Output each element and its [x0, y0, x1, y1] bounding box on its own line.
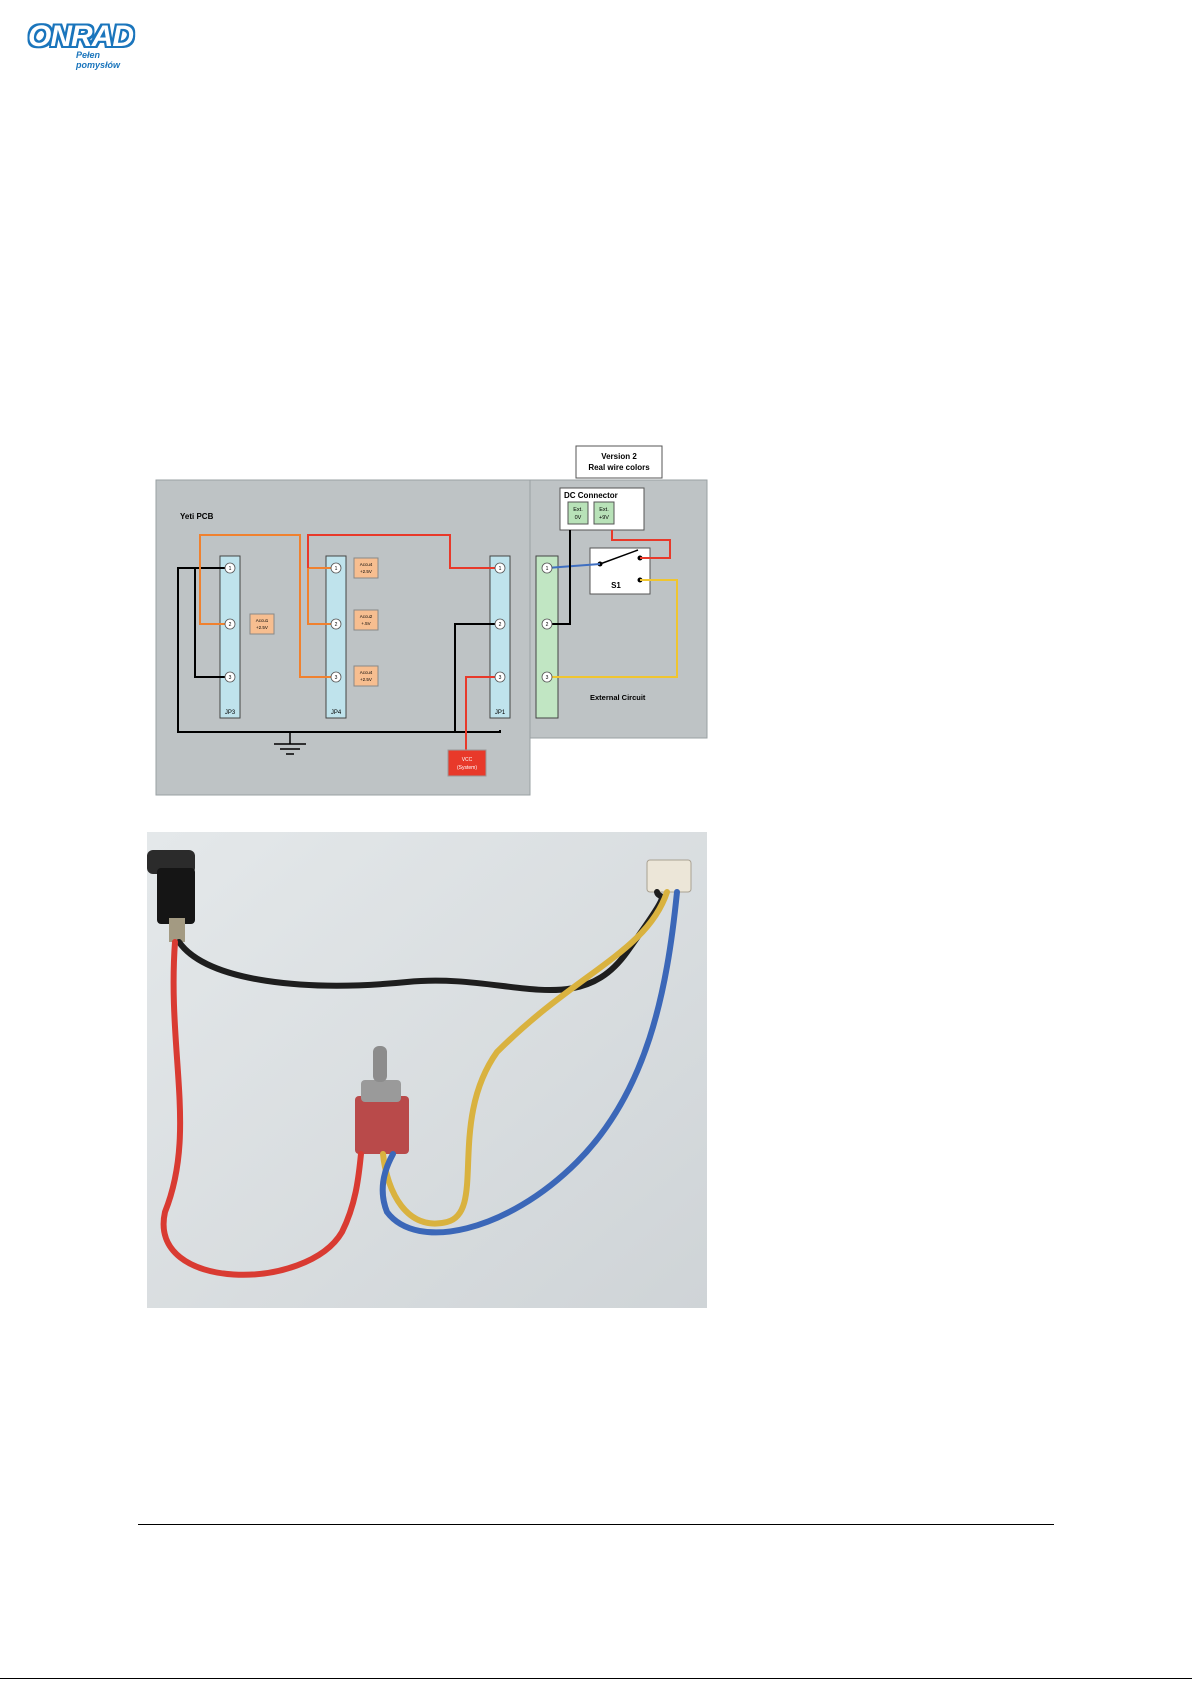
external-circuit-label: External Circuit	[590, 693, 646, 702]
pin-label: 1	[335, 566, 338, 572]
ext-9v-l2: +9V	[599, 515, 609, 521]
wiring-photo	[147, 832, 707, 1308]
accu1-l1: Accu1	[256, 618, 269, 623]
accu4a-l2: +2.5V	[360, 569, 372, 574]
wire-connector	[647, 860, 691, 892]
vcc-box	[448, 750, 486, 776]
accu4a-l1: Accu4	[360, 562, 373, 567]
jp4-label: JP4	[331, 710, 342, 716]
jp3-label: JP3	[225, 710, 236, 716]
page-rule	[138, 1524, 1054, 1525]
pin-label: 2	[229, 622, 232, 628]
pin-label: 3	[229, 675, 232, 681]
accu4b-box	[354, 666, 378, 686]
toggle-switch	[355, 1096, 409, 1154]
vcc-l1: VCC	[462, 757, 473, 763]
pin-label: 1	[229, 566, 232, 572]
switch-s1-label: S1	[611, 581, 621, 590]
version-box	[576, 446, 662, 478]
conrad-logo: ONRAD Pełen pomysłów	[22, 20, 142, 60]
pin-label: 3	[546, 675, 549, 681]
accu2-l1: Accu2	[360, 614, 373, 619]
wiring-diagram: Version 2 Real wire colors Yeti PCB DC C…	[150, 440, 710, 796]
logo-word: ONRAD	[28, 20, 133, 54]
accu2-box	[354, 610, 378, 630]
pin-label: 2	[546, 622, 549, 628]
accu4b-l2: +2.5V	[360, 677, 372, 682]
ext-connector	[536, 556, 558, 718]
jp1-label: JP1	[495, 710, 506, 716]
pin-label: 3	[499, 675, 502, 681]
dc-connector-label: DC Connector	[564, 491, 618, 500]
pin-label: 1	[546, 566, 549, 572]
pcb-label: Yeti PCB	[180, 512, 214, 521]
accu4a-box	[354, 558, 378, 578]
vcc-l2: (System)	[457, 765, 477, 771]
logo-tagline: Pełen pomysłów	[76, 50, 142, 70]
pin-label: 2	[499, 622, 502, 628]
pin-label: 2	[335, 622, 338, 628]
version-line2: Real wire colors	[588, 463, 650, 472]
accu4b-l1: Accu4	[360, 670, 373, 675]
accu1-box	[250, 614, 274, 634]
accu2-l2: +.5V	[361, 621, 370, 626]
ext-0v-l1: Ext.	[573, 507, 583, 513]
accu1-l2: +2.5V	[256, 625, 268, 630]
jp1-connector	[490, 556, 510, 718]
pin-label: 3	[335, 675, 338, 681]
jp4-connector	[326, 556, 346, 718]
ext-9v-l1: Ext.	[599, 507, 609, 513]
version-line1: Version 2	[601, 452, 637, 461]
jp3-connector	[220, 556, 240, 718]
pin-label: 1	[499, 566, 502, 572]
footer-rule	[0, 1678, 1192, 1679]
ext-0v-l2: 0V	[575, 515, 582, 521]
